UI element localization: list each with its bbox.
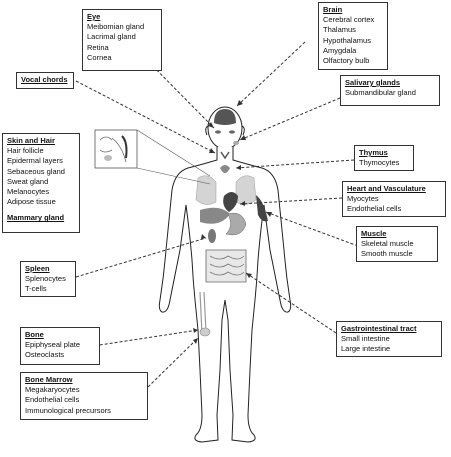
spleen-item: Splenocytes [25, 274, 66, 284]
bone-item: Epiphyseal plate [25, 340, 81, 350]
skin-hair-inset [94, 129, 211, 185]
eye-title: Eye [87, 12, 101, 21]
spleen-box: Spleen Splenocytes T-cells [20, 261, 76, 297]
thymus-item: Thymocytes [359, 158, 400, 168]
femur-bone-organ [199, 291, 207, 335]
heart-title: Heart and Vasculature [347, 184, 426, 193]
marrow-item: Megakaryocytes [25, 385, 80, 395]
spleen-title: Spleen [25, 264, 50, 273]
heart-box: Heart and Vasculature Myocytes Endotheli… [342, 181, 446, 217]
muscle-item: Skeletal muscle [361, 239, 414, 249]
salivary-box: Salivary glands Submandibular gland [340, 75, 440, 106]
arrow-marrow [147, 337, 199, 388]
bone-title: Bone [25, 330, 44, 339]
eye-item: Lacrimal gland [87, 32, 136, 42]
skin-item: Sweat gland [7, 176, 49, 186]
thymus-title: Thymus [359, 148, 388, 157]
arrow-salivary [239, 97, 341, 141]
skin-item: Sebaceous gland [7, 166, 65, 176]
connector-arrows [75, 41, 359, 388]
internal-organs [195, 109, 268, 337]
arrowheads [193, 100, 272, 344]
salivary-item: Submandibular gland [345, 88, 416, 98]
marrow-item: Immunological precursors [25, 405, 111, 415]
arrow-heart [239, 197, 343, 205]
skin-title: Skin and Hair [7, 136, 55, 145]
heart-item: Myocytes [347, 194, 379, 204]
skin-item: Hair follicle [7, 146, 44, 156]
bone-item: Osteoclasts [25, 350, 65, 360]
muscle-box: Muscle Skeletal muscle Smooth muscle [356, 226, 438, 262]
gi-box: Gastrointestinal tract Small intestine L… [336, 321, 442, 357]
marrow-item: Endothelial cells [25, 395, 80, 405]
brain-item: Cerebral cortex [323, 15, 375, 25]
arrow-thymus [235, 159, 355, 169]
spleen-item: T-cells [25, 284, 47, 294]
knee-bone-organ [199, 327, 211, 337]
salivary-title: Salivary glands [345, 78, 401, 87]
vocal-chord-organ [220, 151, 230, 160]
skin-box: Skin and Hair Hair follicle Epidermal la… [2, 133, 80, 233]
brain-item: Olfactory bulb [323, 56, 370, 66]
brain-item: Amygdala [323, 45, 357, 55]
vocal-box: Vocal chords [16, 72, 74, 89]
salivary-gland-organ [233, 141, 239, 145]
brain-organ [214, 109, 236, 125]
thymus-box: Thymus Thymocytes [354, 145, 414, 171]
brain-title: Brain [323, 5, 343, 14]
eye-organ [215, 130, 221, 134]
arrow-spleen [75, 237, 207, 278]
muscle-title: Muscle [361, 229, 387, 238]
eye-box: Eye Meibomian gland Lacrimal gland Retin… [82, 9, 162, 71]
bone-box: Bone Epiphyseal plate Osteoclasts [20, 327, 100, 365]
intestine-organ [205, 249, 247, 283]
arm-muscle-organ [256, 195, 268, 222]
marrow-box: Bone Marrow Megakaryocytes Endothelial c… [20, 372, 148, 420]
brain-item: Hypothalamus [323, 35, 371, 45]
arrow-eye [131, 44, 215, 129]
skin-item: Adipose tissue [7, 197, 56, 207]
eye-item: Retina [87, 42, 109, 52]
mammary-title: Mammary gland [7, 213, 65, 223]
gi-title: Gastrointestinal tract [341, 324, 417, 333]
skin-item: Melanocytes [7, 187, 50, 197]
arrow-vocal [75, 80, 216, 154]
spleen-organ [208, 229, 216, 243]
arrow-brain [236, 41, 306, 107]
thymus-organ [220, 165, 230, 173]
brain-box: Brain Cerebral cortex Thalamus Hypothala… [318, 2, 388, 70]
eye-item: Cornea [87, 52, 112, 62]
skin-item: Epidermal layers [7, 156, 63, 166]
muscle-item: Smooth muscle [361, 249, 413, 259]
brain-item: Thalamus [323, 25, 356, 35]
arrow-muscle [265, 211, 359, 247]
gi-item: Small intestine [341, 334, 390, 344]
heart-organ [223, 192, 238, 212]
heart-item: Endothelial cells [347, 204, 402, 214]
vocal-title: Vocal chords [21, 75, 68, 84]
marrow-title: Bone Marrow [25, 375, 73, 384]
arrow-gi [245, 272, 337, 334]
gi-item: Large intestine [341, 344, 391, 354]
eye-item: Meibomian gland [87, 22, 145, 32]
